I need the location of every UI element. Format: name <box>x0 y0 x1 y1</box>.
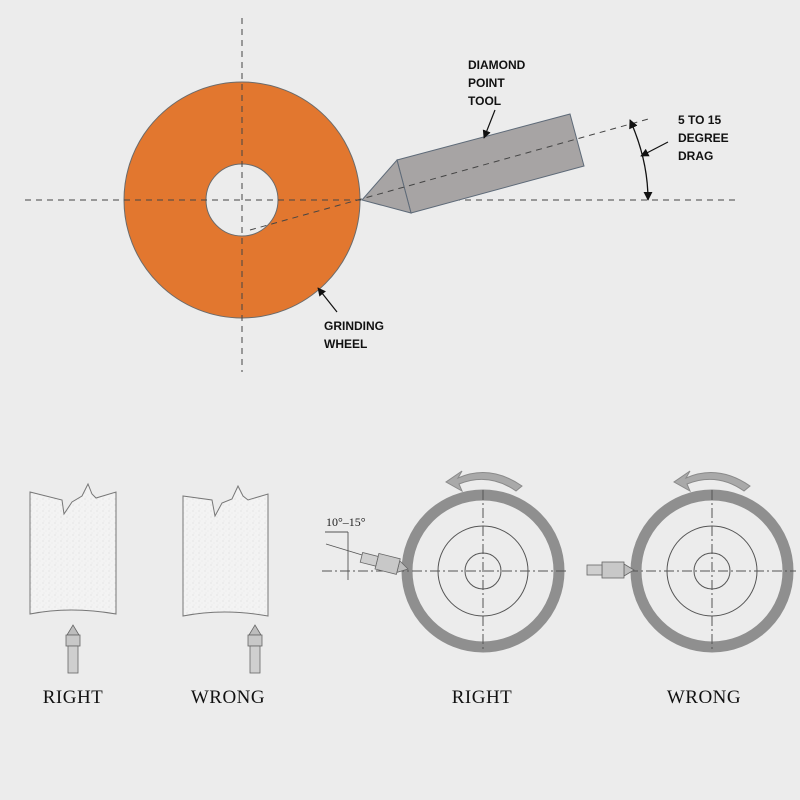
caption-right-right: RIGHT <box>452 687 513 708</box>
angle-label: 10°–15° <box>326 515 366 529</box>
drag-label-line3: DRAG <box>678 149 713 163</box>
dresser-tool-vertical-2 <box>247 624 263 674</box>
dresser-tool-angled <box>359 552 409 575</box>
drag-leader-arrow <box>640 141 669 157</box>
block-wrong-example: WRONG <box>182 484 269 708</box>
wheel-label-line1: GRINDING <box>324 319 384 333</box>
drag-label-line2: DEGREE <box>678 131 729 145</box>
caption-left-right: RIGHT <box>43 687 104 708</box>
wheel-label-line2: WHEEL <box>324 337 367 351</box>
wheel-leader-arrow <box>317 287 338 313</box>
wheel-right-example: 10°–15° RIGHT <box>322 470 568 708</box>
tool-label-line3: TOOL <box>468 94 501 108</box>
drag-label-line1: 5 TO 15 <box>678 113 721 127</box>
rotation-arrow-icon <box>445 470 523 493</box>
wheel-face-block-2 <box>182 484 269 617</box>
diamond-point-tip <box>361 158 412 214</box>
diamond-point-tool <box>396 113 585 214</box>
top-diagram: DIAMOND POINT TOOL 5 TO 15 DEGREE DRAG G… <box>25 18 740 372</box>
tool-axis-line <box>249 117 653 231</box>
tool-label-line2: POINT <box>468 76 505 90</box>
drag-angle-arc <box>629 119 653 201</box>
caption-right-wrong: WRONG <box>667 687 741 708</box>
dresser-tool-vertical <box>65 624 81 674</box>
block-right-example: RIGHT <box>29 482 117 708</box>
tool-label-line1: DIAMOND <box>468 58 526 72</box>
dresser-tool-horizontal <box>586 561 635 579</box>
wheel-face-block <box>29 482 117 615</box>
rotation-arrow-icon-2 <box>673 470 751 493</box>
wheel-wrong-example: WRONG <box>586 470 796 708</box>
tool-leader-arrow <box>482 109 496 139</box>
caption-left-wrong: WRONG <box>191 687 265 708</box>
